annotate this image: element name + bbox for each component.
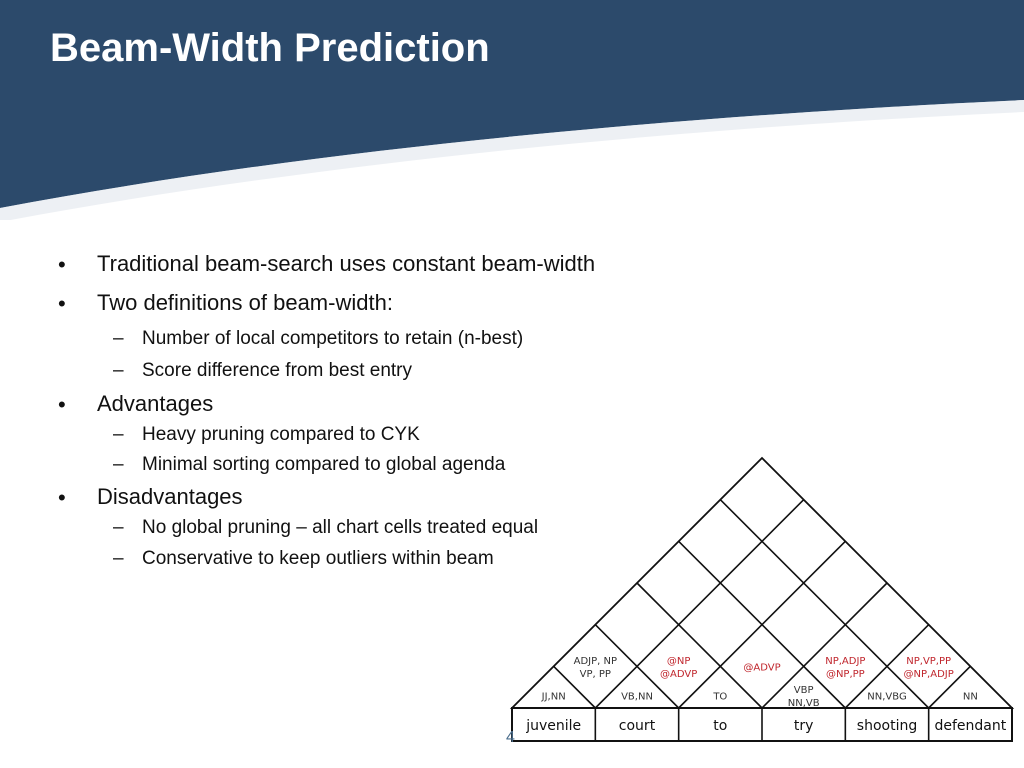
dash-marker: – (113, 548, 124, 569)
word-shooting: shooting (857, 718, 917, 734)
dash-marker: – (113, 517, 124, 538)
subbullet-no-global-pruning: No global pruning – all chart cells trea… (142, 517, 539, 538)
page-number: 4 (506, 729, 515, 746)
header-banner (0, 0, 1024, 220)
span2-cell-label: @NP (667, 656, 691, 667)
chart-grid-line (719, 499, 930, 709)
subbullet-n-best: Number of local competitors to retain (n… (142, 328, 524, 349)
span2-cell-label: @NP,PP (826, 669, 865, 680)
span1-cell-label: JJ,NN (541, 692, 566, 703)
word-defendant: defendant (934, 718, 1006, 734)
bullet-marker: • (58, 485, 66, 510)
span2-cell-label: NP,ADJP (825, 656, 865, 667)
span2-cell-label: @ADVP (743, 662, 780, 673)
span1-cell-label: TO (712, 692, 727, 703)
dash-marker: – (113, 328, 124, 349)
bullet-advantages: Advantages (97, 391, 214, 416)
span1-cell-label: VB,NN (621, 692, 653, 703)
chart-grid-line (594, 499, 805, 709)
chart-grid-line (553, 665, 596, 709)
word-to: to (713, 718, 727, 734)
bullet-marker: • (58, 252, 66, 277)
span2-cell-label: VP, PP (580, 669, 611, 680)
subbullet-conservative: Conservative to keep outliers within bea… (142, 548, 494, 569)
word-try: try (794, 718, 814, 734)
bullet-traditional-beam: Traditional beam-search uses constant be… (97, 251, 596, 276)
bullet-marker: • (58, 392, 66, 417)
subbullet-minimal-sorting: Minimal sorting compared to global agend… (142, 454, 506, 475)
subbullet-heavy-pruning: Heavy pruning compared to CYK (142, 424, 420, 445)
span1-cell-label: NN,VBG (867, 692, 906, 703)
span1-cell-label: VBP (794, 685, 814, 696)
span2-cell-label: ADJP, NP (574, 656, 617, 667)
bullet-disadvantages: Disadvantages (97, 484, 243, 509)
word-juvenile: juvenile (525, 718, 581, 734)
bullet-two-definitions: Two definitions of beam-width: (97, 290, 393, 315)
dash-marker: – (113, 424, 124, 445)
dash-marker: – (113, 360, 124, 381)
span2-cell-label: @NP,ADJP (904, 669, 954, 680)
slide-title: Beam-Width Prediction (50, 26, 490, 70)
subbullet-score-difference: Score difference from best entry (142, 360, 412, 381)
word-court: court (619, 718, 656, 734)
chart-grid-line (636, 582, 763, 709)
chart-grid-line (594, 624, 680, 709)
dash-marker: – (113, 454, 124, 475)
chart-grid-line (928, 665, 971, 709)
bullet-marker: • (58, 291, 66, 316)
chart-grid-line (678, 540, 846, 709)
chart-grid-line (761, 582, 888, 709)
span1-cell-label: NN (963, 692, 978, 703)
span1-cell-label: NN,VB (788, 698, 820, 709)
span2-cell-label: @ADVP (660, 669, 697, 680)
span2-cell-label: NP,VP,PP (906, 656, 951, 667)
